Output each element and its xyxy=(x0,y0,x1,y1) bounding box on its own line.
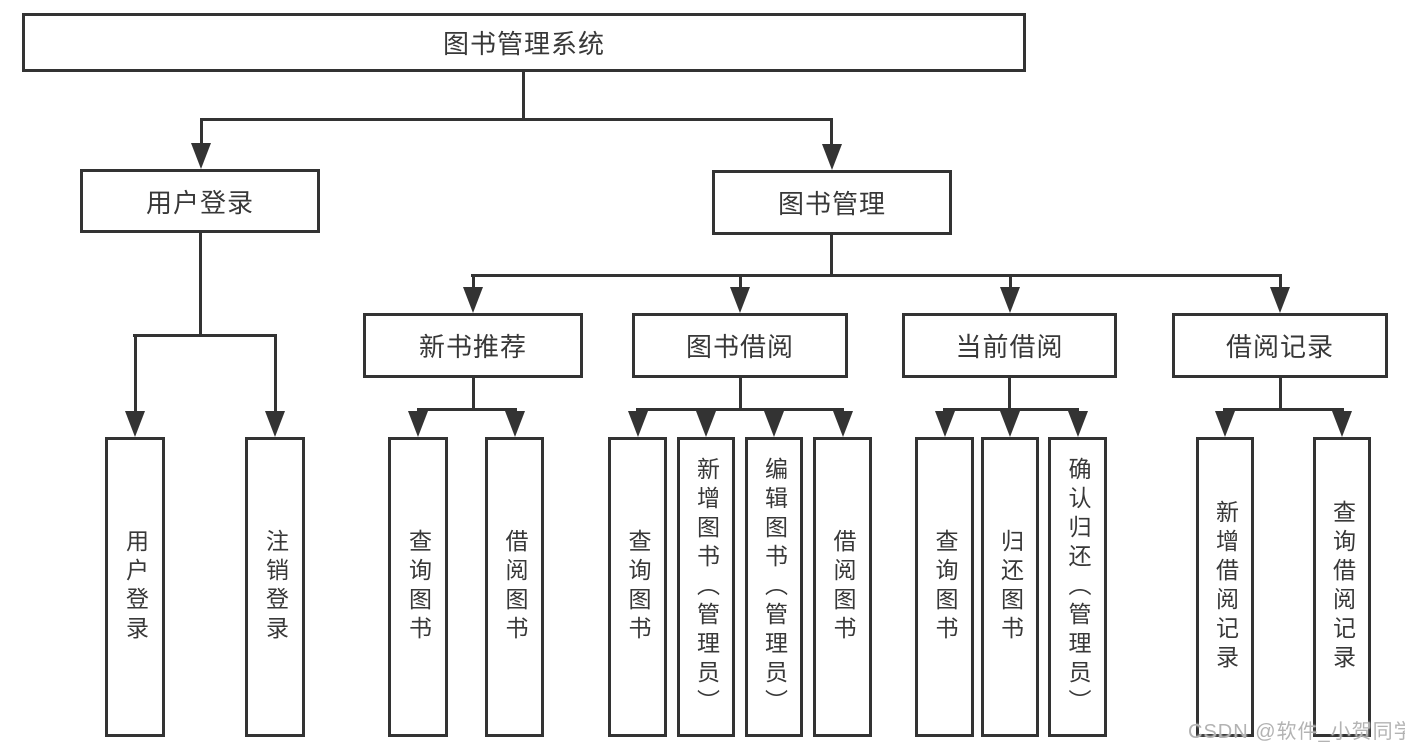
arrowhead-icon xyxy=(764,411,784,437)
connector-line xyxy=(1279,274,1282,290)
leaf-newbook-query-books: 查询图书 xyxy=(388,437,448,737)
leaf-borrow-add-books-admin: 新增图书（管理员） xyxy=(677,437,735,737)
connector-line xyxy=(636,408,844,411)
leaf-records-query-record: 查询借阅记录 xyxy=(1313,437,1371,737)
leaf-logout-label: 注销登录 xyxy=(262,529,289,645)
connector-line xyxy=(274,334,277,416)
connector-line xyxy=(472,274,475,290)
leaf-logout: 注销登录 xyxy=(245,437,305,737)
arrowhead-icon xyxy=(408,411,428,437)
node-borrow-records-label: 借阅记录 xyxy=(1225,332,1334,362)
connector-line xyxy=(739,274,742,290)
connector-line xyxy=(200,118,203,148)
leaf-borrow-add-books-admin-label: 新增图书（管理员） xyxy=(693,456,720,718)
leaf-current-query-books: 查询图书 xyxy=(915,437,974,737)
leaf-borrow-borrow-books: 借阅图书 xyxy=(813,437,872,737)
leaf-user-login: 用户登录 xyxy=(105,437,165,737)
leaf-borrow-query-books: 查询图书 xyxy=(608,437,667,737)
node-root-system: 图书管理系统 xyxy=(22,13,1026,72)
connector-line xyxy=(1008,376,1011,411)
leaf-current-return-books-label: 归还图书 xyxy=(997,529,1024,645)
csdn-watermark: CSDN @软件_小贺同学 xyxy=(1188,721,1405,743)
leaf-borrow-edit-books-admin-label: 编辑图书（管理员） xyxy=(761,456,788,718)
connector-line xyxy=(522,71,525,119)
arrowhead-icon xyxy=(730,287,750,313)
connector-line xyxy=(471,274,1282,277)
leaf-records-add-record: 新增借阅记录 xyxy=(1196,437,1254,737)
node-user-login: 用户登录 xyxy=(80,169,320,233)
connector-line xyxy=(1009,274,1012,290)
leaf-borrow-borrow-books-label: 借阅图书 xyxy=(830,529,856,645)
connector-line xyxy=(472,378,475,411)
arrowhead-icon xyxy=(125,411,145,437)
leaf-newbook-borrow-books: 借阅图书 xyxy=(485,437,544,737)
arrowhead-icon xyxy=(696,411,716,437)
node-new-book-recommend-label: 新书推荐 xyxy=(418,332,527,362)
leaf-borrow-query-books-label: 查询图书 xyxy=(625,529,651,645)
leaf-current-query-books-label: 查询图书 xyxy=(932,529,958,645)
connector-line xyxy=(417,408,517,411)
arrowhead-icon xyxy=(1215,411,1235,437)
arrowhead-icon xyxy=(833,411,853,437)
arrowhead-icon xyxy=(1000,411,1020,437)
connector-line xyxy=(133,334,277,337)
leaf-current-confirm-return-admin: 确认归还（管理员） xyxy=(1048,437,1107,737)
connector-line xyxy=(1223,408,1342,411)
arrowhead-icon xyxy=(822,144,842,170)
connector-line xyxy=(830,118,833,148)
node-current-borrow-label: 当前借阅 xyxy=(955,332,1064,362)
leaf-borrow-edit-books-admin: 编辑图书（管理员） xyxy=(745,437,803,737)
connector-line xyxy=(739,376,742,411)
node-root-label: 图书管理系统 xyxy=(442,29,605,59)
node-borrow-records: 借阅记录 xyxy=(1172,313,1388,378)
connector-line xyxy=(830,235,833,277)
node-book-borrow: 图书借阅 xyxy=(632,313,848,378)
arrowhead-icon xyxy=(265,411,285,437)
leaf-records-query-record-label: 查询借阅记录 xyxy=(1329,500,1356,674)
leaf-current-return-books: 归还图书 xyxy=(981,437,1039,737)
arrowhead-icon xyxy=(1000,287,1020,313)
node-book-management-label: 图书管理 xyxy=(777,189,886,219)
node-user-login-label: 用户登录 xyxy=(145,187,254,218)
leaf-user-login-label: 用户登录 xyxy=(122,529,149,645)
arrowhead-icon xyxy=(1332,411,1352,437)
leaf-newbook-borrow-books-label: 借阅图书 xyxy=(502,529,528,645)
arrowhead-icon xyxy=(935,411,955,437)
leaf-current-confirm-return-admin-label: 确认归还（管理员） xyxy=(1065,456,1091,718)
arrowhead-icon xyxy=(628,411,648,437)
node-new-book-recommend: 新书推荐 xyxy=(363,313,583,378)
leaf-records-add-record-label: 新增借阅记录 xyxy=(1212,500,1239,674)
connector-line xyxy=(134,334,137,416)
arrowhead-icon xyxy=(463,287,483,313)
leaf-newbook-query-books-label: 查询图书 xyxy=(405,529,432,645)
connector-line xyxy=(199,233,202,337)
arrowhead-icon xyxy=(191,143,211,169)
arrowhead-icon xyxy=(1270,287,1290,313)
connector-line xyxy=(1279,376,1282,411)
node-book-management: 图书管理 xyxy=(712,170,952,235)
node-book-borrow-label: 图书借阅 xyxy=(685,332,794,362)
node-current-borrow: 当前借阅 xyxy=(902,313,1117,378)
arrowhead-icon xyxy=(505,411,525,437)
arrowhead-icon xyxy=(1068,411,1088,437)
connector-line xyxy=(200,118,833,121)
